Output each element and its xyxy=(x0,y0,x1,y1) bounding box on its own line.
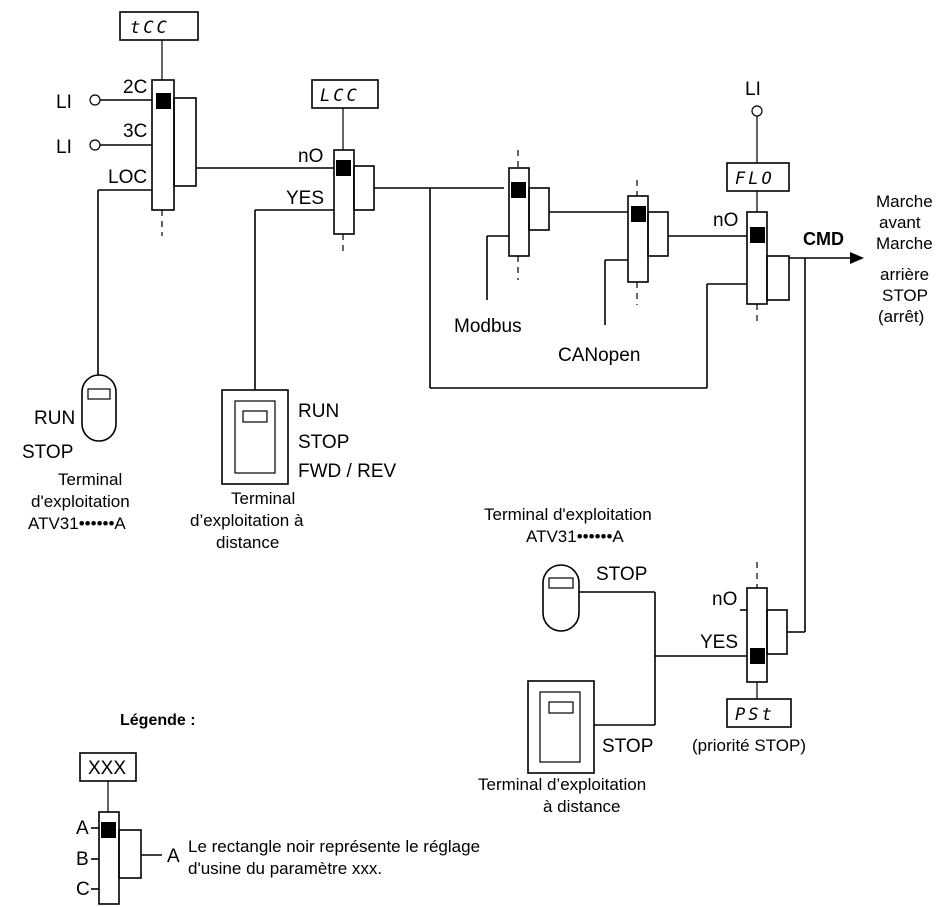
keypad-term1: Terminal xyxy=(58,470,122,489)
keypad-term3: ATV31••••••A xyxy=(28,514,126,533)
keypad-stop: STOP xyxy=(22,442,73,463)
lcc-selector: LCC nO YES xyxy=(254,79,504,390)
lcc-param-box xyxy=(311,79,379,109)
lcc-param-code: LCC xyxy=(320,86,360,106)
out-avant: avant xyxy=(879,213,921,232)
br-term2: ATV31••••••A xyxy=(526,527,624,546)
remote-term2: d’exploitation à xyxy=(190,511,304,530)
legend-text2: d'usine du paramètre xxx. xyxy=(188,859,382,878)
tcc-factory-setting xyxy=(156,93,171,109)
pst-factory-setting xyxy=(750,648,765,664)
tcc-opt-3c: 3C xyxy=(123,121,147,142)
tcc-param-code: tCC xyxy=(130,18,170,38)
out-arriere: arrière xyxy=(880,265,929,284)
modbus-factory-setting xyxy=(511,182,526,198)
br-stop1: STOP xyxy=(596,564,647,585)
flo-opt-no: nO xyxy=(713,210,738,231)
output-commands: Marche avant Marche arrière STOP (arrêt) xyxy=(876,192,933,326)
remote-term1: Terminal xyxy=(231,489,295,508)
pst-opt-yes: YES xyxy=(700,632,738,653)
out-stop: STOP xyxy=(882,286,928,305)
tcc-li-2c: LI xyxy=(56,92,72,113)
br-term1: Terminal d'exploitation xyxy=(484,505,652,524)
pst-param-box xyxy=(726,698,792,728)
modbus-label: Modbus xyxy=(454,316,522,337)
legend-param-box xyxy=(79,752,137,782)
lcc-factory-setting xyxy=(336,160,351,176)
legend-c: C xyxy=(76,879,90,900)
br-term4: à distance xyxy=(543,797,621,816)
tcc-param-box xyxy=(119,11,199,41)
pst-switch-body xyxy=(766,609,788,655)
br-stop2: STOP xyxy=(602,736,653,757)
br-term3: Terminal d’exploitation xyxy=(478,775,646,794)
keypad-term2: d'exploitation xyxy=(31,492,130,511)
legend-switch-body xyxy=(118,829,142,879)
tcc-selector: tCC LI 2C LI 3C LOC xyxy=(56,11,334,375)
flo-li: LI xyxy=(745,79,761,100)
flo-factory-setting xyxy=(750,227,765,243)
modbus-switch-slider xyxy=(508,167,530,257)
pst-switch-slider xyxy=(746,587,768,683)
pst-param-code: PSt xyxy=(735,705,775,725)
tcc-opt-loc: LOC xyxy=(108,167,147,188)
keypad-run: RUN xyxy=(34,408,75,429)
br-remote-display xyxy=(548,701,574,714)
lcc-switch-body xyxy=(353,165,375,211)
remote-stop: STOP xyxy=(298,432,349,453)
tcc-opt-2c: 2C xyxy=(123,77,147,98)
integrated-keypad: RUN STOP Terminal d'exploitation ATV31••… xyxy=(22,374,130,533)
lcc-opt-yes: YES xyxy=(286,188,324,209)
out-marche-1: Marche xyxy=(876,192,933,211)
tcc-li-3c: LI xyxy=(56,137,72,158)
br-remote-face xyxy=(539,691,581,763)
flo-param-box xyxy=(726,162,790,192)
flo-param-code: FLO xyxy=(735,169,775,189)
remote-run: RUN xyxy=(298,401,339,422)
remote-terminal: RUN STOP FWD / REV Terminal d’exploitati… xyxy=(190,389,396,552)
tcc-switch-body xyxy=(173,97,197,187)
br-keypad-display xyxy=(548,577,574,589)
modbus-switch-body xyxy=(528,187,550,231)
pst-opt-no: nO xyxy=(712,589,737,610)
remote-terminal-body xyxy=(221,389,289,485)
canopen-factory-setting xyxy=(631,206,646,222)
canopen-label: CANopen xyxy=(558,345,640,366)
remote-fwd: FWD / REV xyxy=(298,461,396,482)
lcc-opt-no: nO xyxy=(298,146,323,167)
flo-switch-slider xyxy=(746,211,768,305)
legend-out: A xyxy=(167,846,180,867)
flo-selector: LI FLO nO CMD xyxy=(706,79,864,632)
legend-b: B xyxy=(76,849,89,870)
out-marche-2: Marche xyxy=(876,234,933,253)
br-keypad-body xyxy=(542,564,580,632)
pst-note: (priorité STOP) xyxy=(692,736,806,755)
legend-a: A xyxy=(76,818,89,839)
legend-factory-setting xyxy=(101,822,116,838)
modbus-selector: Modbus xyxy=(429,150,707,389)
cmd-label: CMD xyxy=(803,229,844,249)
keypad-display xyxy=(87,388,111,400)
out-arret: (arrêt) xyxy=(878,307,924,326)
keypad-body xyxy=(81,374,117,442)
br-remote-body xyxy=(527,680,595,774)
legend-text1: Le rectangle noir représente le réglage xyxy=(188,837,480,856)
canopen-switch-body xyxy=(647,211,669,257)
legend: Légende : XXX A B C A Le rectangle noir … xyxy=(76,712,480,905)
canopen-selector: CANopen xyxy=(558,180,747,366)
pst-selector: Terminal d'exploitation ATV31••••••A STO… xyxy=(478,505,806,816)
remote-term3: distance xyxy=(216,533,279,552)
cmd-arrow-icon xyxy=(850,252,864,264)
flo-switch-body xyxy=(766,255,790,301)
legend-title: Légende : xyxy=(120,712,196,729)
remote-terminal-face xyxy=(234,400,276,474)
remote-terminal-display xyxy=(242,410,268,423)
legend-param-code: XXX xyxy=(88,758,126,779)
